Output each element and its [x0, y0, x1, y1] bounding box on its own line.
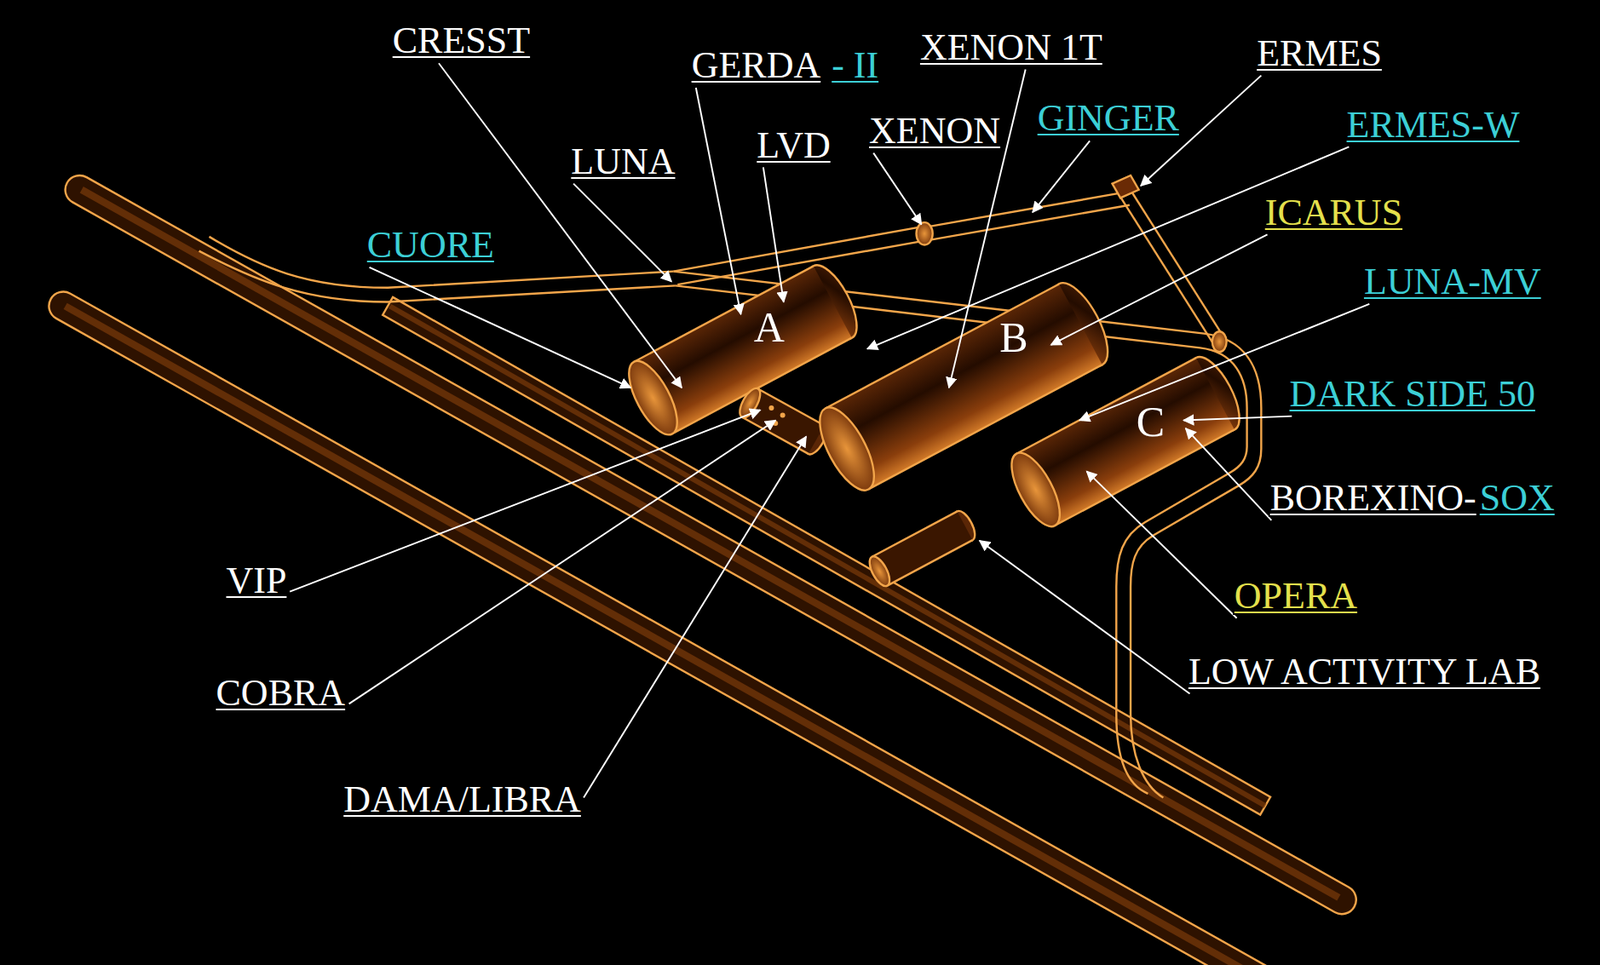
- cylinder-edge: [871, 511, 957, 557]
- experiment-label: ERMES-W: [1345, 106, 1522, 144]
- leader-line: [873, 153, 921, 225]
- cylinder-cap: [736, 385, 765, 421]
- leader-line: [1183, 416, 1292, 421]
- leader-line: [289, 409, 760, 592]
- experiment-label: GERDA: [690, 46, 824, 85]
- hall-edge: [1054, 429, 1235, 526]
- gallery-glow: [390, 305, 1267, 806]
- experiment-label: CRESST: [391, 22, 532, 60]
- leader-line: [1051, 234, 1268, 345]
- vip-cylinder: [736, 385, 831, 458]
- experiment-label: LVD: [754, 126, 832, 165]
- hall-letter: B: [997, 316, 1030, 359]
- cylinder-cap: [865, 553, 894, 590]
- experiment-label: OPERA: [1232, 577, 1359, 616]
- experiment-label: LUNA: [569, 143, 677, 181]
- leader-line: [1185, 428, 1272, 521]
- hall-c: [1001, 350, 1249, 534]
- hall-cap: [1001, 446, 1070, 535]
- hall-letter: A: [752, 305, 787, 349]
- leader-line: [369, 267, 632, 388]
- low-activity-cylinder: [865, 507, 979, 589]
- leader-line: [696, 87, 742, 315]
- experiment-label: SOX: [1478, 479, 1557, 518]
- hall-edge: [1016, 357, 1197, 455]
- leader-line: [1032, 140, 1090, 213]
- hall-letter: C: [1134, 400, 1167, 444]
- leader-line: [1087, 471, 1238, 618]
- leader-line: [583, 437, 806, 799]
- experiment-label: COBRA: [214, 674, 348, 713]
- detector-dot: [780, 412, 786, 418]
- detector-dot: [768, 405, 774, 411]
- road-line: [673, 226, 923, 272]
- hall-cap: [809, 399, 886, 498]
- experiment-label: LUNA-MV: [1362, 263, 1543, 301]
- tunnel-glow: [65, 305, 1276, 965]
- experiment-label: ERMES: [1254, 34, 1384, 73]
- cylinder-edge: [758, 388, 825, 426]
- leader-line: [763, 166, 784, 302]
- experiment-label: LOW ACTIVITY LAB: [1186, 653, 1543, 691]
- tunnel-tube: [65, 175, 1357, 915]
- experiment-label: BOREXINO-: [1268, 479, 1479, 518]
- leader-line: [438, 63, 682, 388]
- experiment-label: DAMA/LIBRA: [341, 781, 583, 819]
- experiment-label: XENON: [867, 112, 1002, 150]
- hall-edge: [633, 265, 814, 363]
- experiment-label: ICARUS: [1263, 194, 1405, 232]
- leader-line: [867, 146, 1349, 349]
- ermes-tube: [1128, 185, 1226, 340]
- experiment-label: XENON 1T: [918, 28, 1105, 67]
- tunnel-glow: [81, 189, 1340, 898]
- leader-line: [573, 184, 672, 283]
- experiment-label: DARK SIDE 50: [1288, 375, 1537, 414]
- ermes-box: [1111, 175, 1139, 198]
- gallery-tube: [382, 297, 1271, 816]
- highway-tunnels: [48, 175, 1356, 965]
- leader-line: [979, 541, 1191, 695]
- experiment-label: - II: [829, 46, 881, 85]
- hall-edge: [825, 283, 1059, 409]
- ginger-tube: [923, 191, 1129, 228]
- ginger-tube: [925, 205, 1130, 242]
- hall-cap: [619, 354, 687, 443]
- leader-line: [349, 420, 777, 704]
- xenon-cylinder: [916, 222, 933, 245]
- experiment-label: VIP: [224, 562, 288, 600]
- access-roads: [199, 185, 1262, 799]
- experiment-label: CUORE: [365, 226, 496, 265]
- tunnel-tube: [48, 292, 1283, 965]
- experiment-label: GINGER: [1035, 99, 1181, 138]
- cylinder-edge: [886, 540, 973, 586]
- junction: [1212, 331, 1227, 352]
